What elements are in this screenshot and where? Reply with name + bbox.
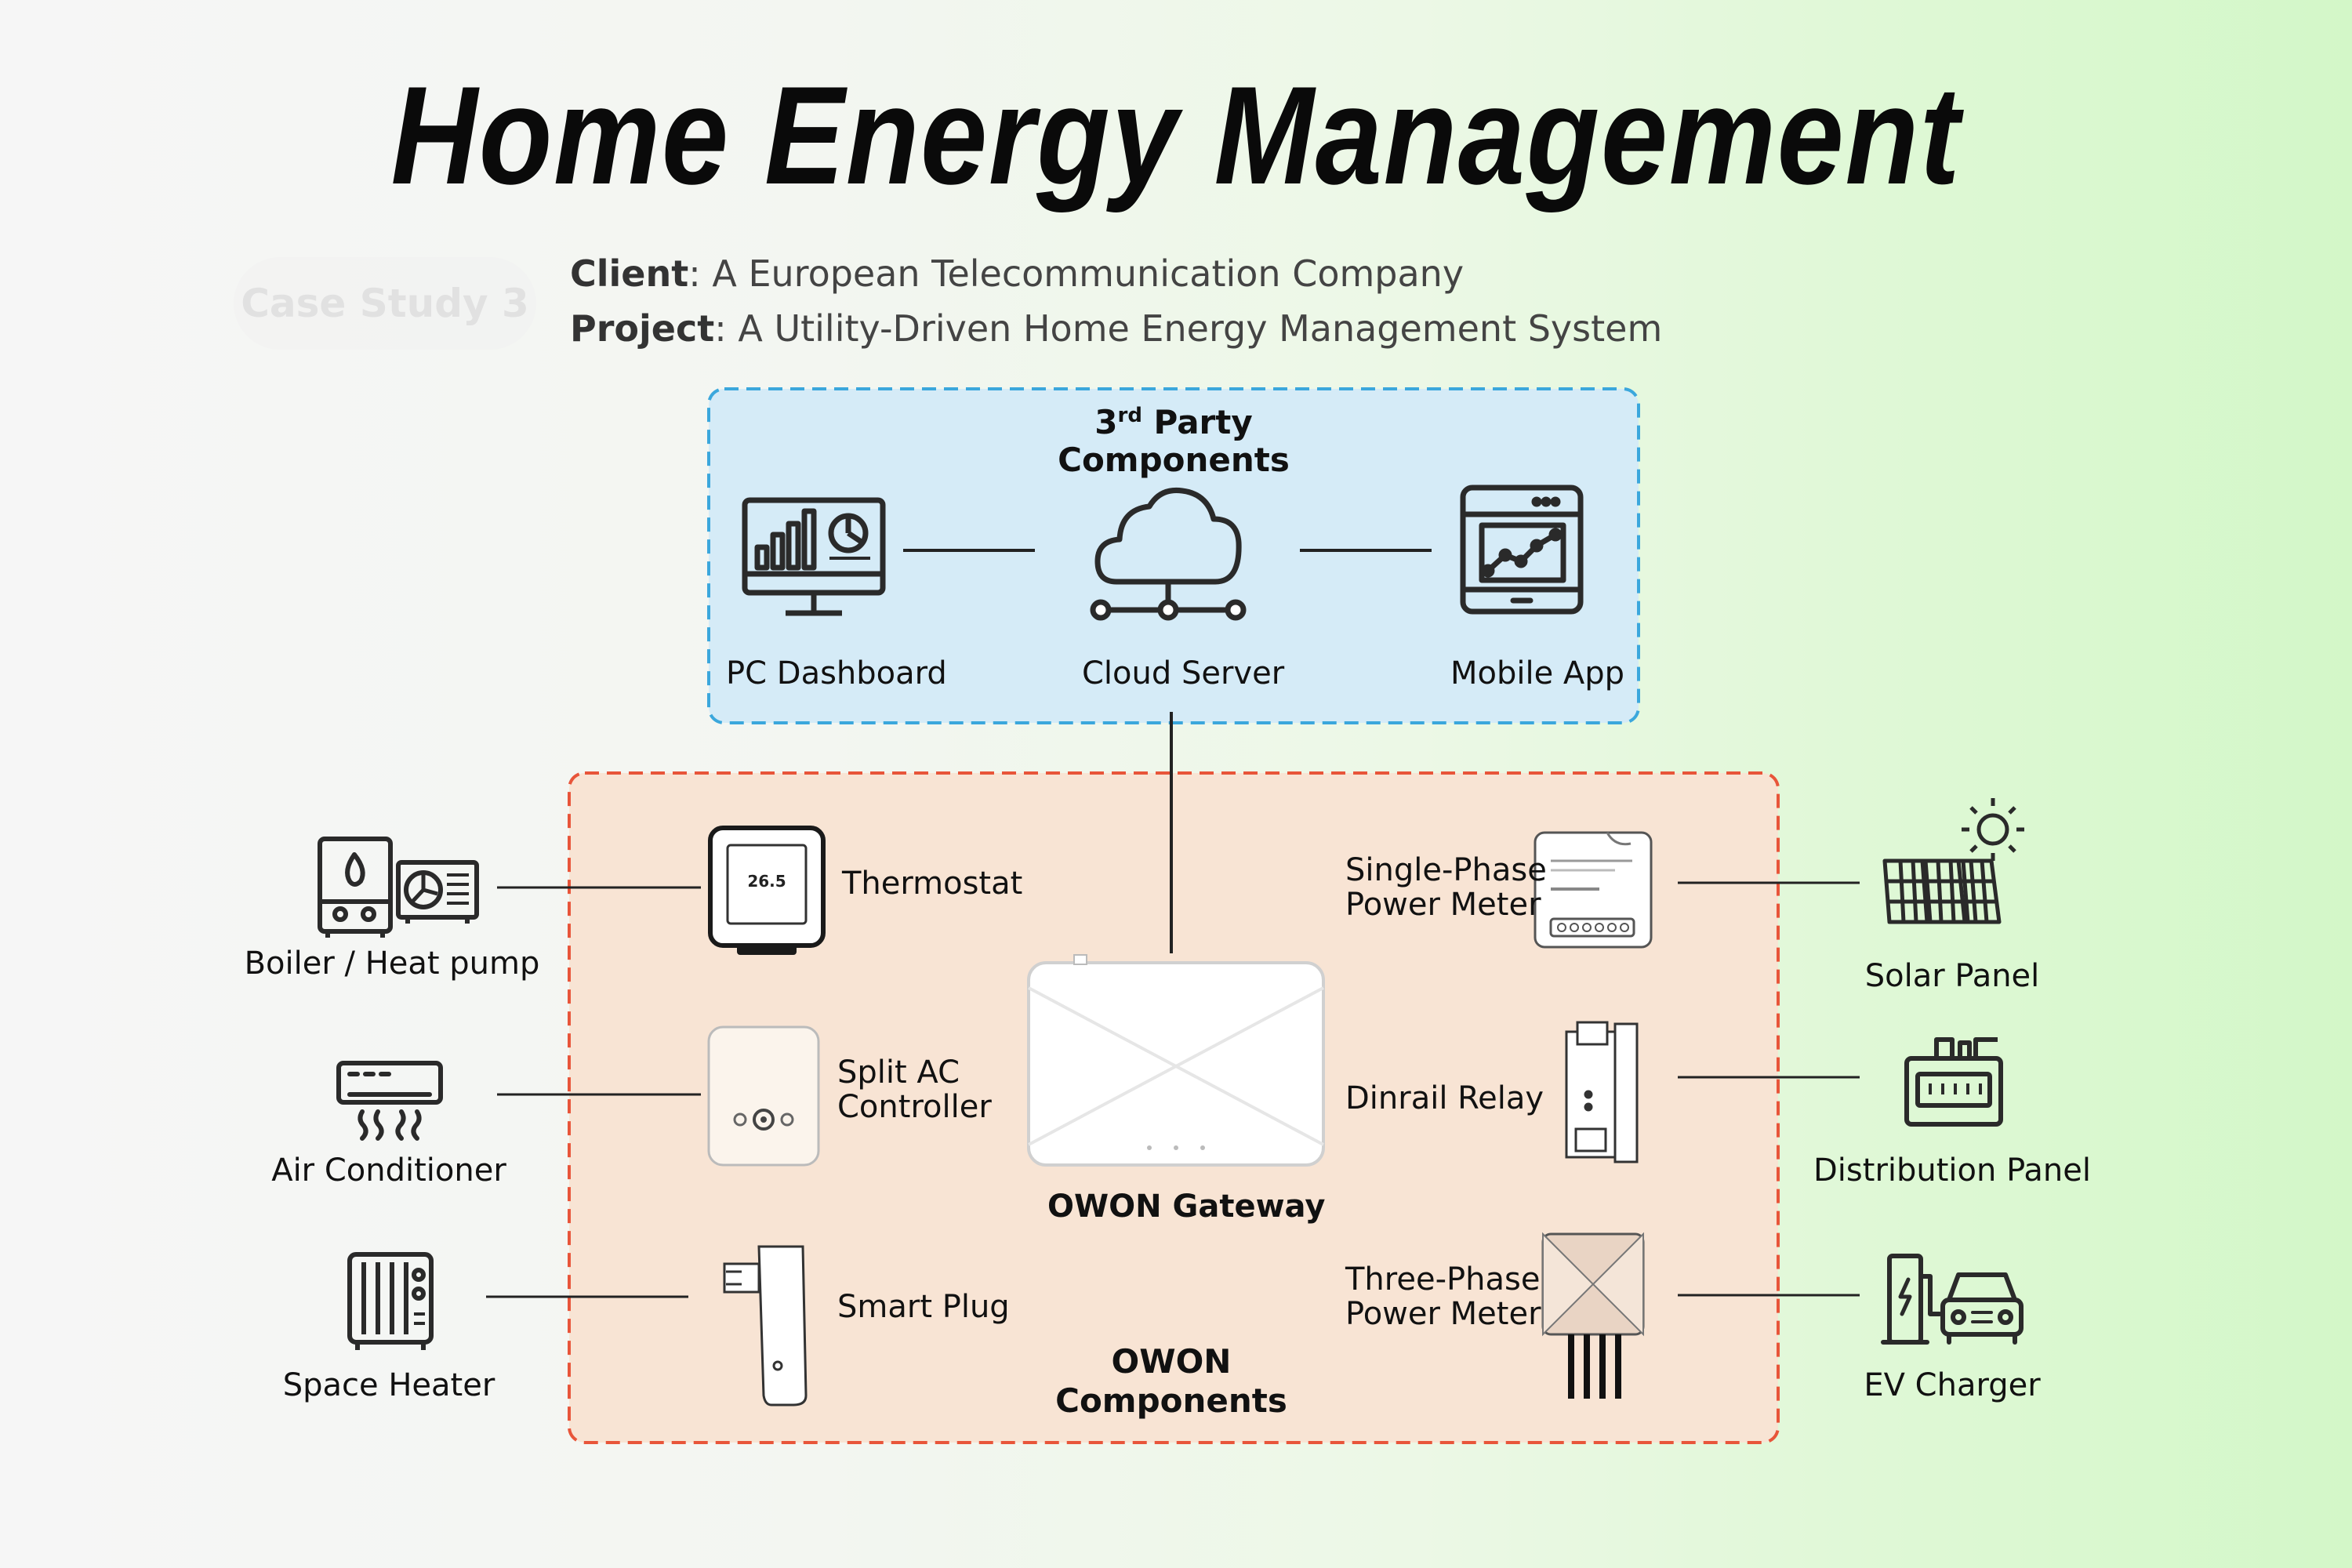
third-party-title-sup: rd	[1117, 404, 1142, 427]
gateway-label: OWON Gateway	[1047, 1189, 1326, 1225]
split-ac-label: Split AC Controller	[837, 1055, 992, 1124]
thermostat-label: Thermostat	[842, 866, 1023, 902]
single-phase-meter-icon	[1534, 831, 1653, 949]
page-title: Home Energy Management	[390, 57, 1962, 213]
space-heater-label: Space Heater	[282, 1367, 495, 1403]
third-party-title-line2: Components	[1058, 441, 1290, 479]
project-value: A Utility-Driven Home Energy Management …	[738, 307, 1663, 350]
mobile-app-label: Mobile App	[1450, 655, 1625, 691]
space-heater-icon	[347, 1252, 434, 1350]
split-ac-label-line1: Split AC	[837, 1054, 960, 1091]
mobile-app-icon	[1460, 485, 1584, 615]
third-party-title: 3rd Party Components	[1017, 397, 1330, 479]
client-label: Client	[570, 252, 689, 295]
dinrail-relay-icon	[1565, 1021, 1639, 1163]
dinrail-relay-label: Dinrail Relay	[1345, 1080, 1544, 1116]
ev-charger-label: EV Charger	[1864, 1367, 2041, 1403]
distribution-panel-label: Distribution Panel	[1813, 1152, 2091, 1189]
solar-panel-label: Solar Panel	[1864, 958, 2040, 994]
client-value: A European Telecommunication Company	[712, 252, 1465, 295]
smart-plug-label: Smart Plug	[837, 1289, 1010, 1325]
owon-gateway-device	[1027, 954, 1325, 1167]
owon-components-title: OWON Components	[1014, 1342, 1328, 1421]
project-label: Project	[570, 307, 715, 350]
boiler-label: Boiler / Heat pump	[244, 946, 540, 982]
smart-plug-icon	[723, 1245, 808, 1406]
split-ac-label-line2: Controller	[837, 1089, 992, 1125]
case-study-badge: Case Study 3	[234, 257, 536, 350]
thermostat-device-icon	[708, 826, 826, 955]
cloud-server-label: Cloud Server	[1082, 655, 1285, 691]
owon-title-line1: OWON	[1111, 1342, 1232, 1381]
single-phase-label-line2: Power Meter	[1345, 887, 1541, 923]
client-line: Client: A European Telecommunication Com…	[570, 252, 1465, 295]
single-phase-label: Single-Phase Power Meter	[1345, 853, 1547, 922]
pc-dashboard-label: PC Dashboard	[726, 655, 947, 691]
project-line: Project: A Utility-Driven Home Energy Ma…	[570, 307, 1663, 350]
distribution-panel-icon	[1904, 1037, 2003, 1127]
third-party-title-number: 3	[1094, 403, 1118, 441]
third-party-title-rest: Party	[1142, 403, 1253, 441]
three-phase-label-line2: Power Meter	[1345, 1296, 1541, 1332]
thermostat-display: 26.5	[747, 872, 786, 891]
split-ac-controller-icon	[707, 1025, 820, 1167]
air-conditioner-label: Air Conditioner	[271, 1152, 506, 1189]
boiler-heat-pump-icon	[318, 837, 479, 938]
pc-dashboard-icon	[742, 497, 886, 616]
three-phase-label-line1: Three-Phase	[1345, 1261, 1541, 1298]
cloud-server-icon	[1090, 487, 1247, 621]
owon-title-line2: Components	[1055, 1381, 1287, 1420]
third-party-box	[707, 387, 1640, 724]
single-phase-label-line1: Single-Phase	[1345, 852, 1547, 888]
air-conditioner-icon	[336, 1061, 443, 1141]
ev-charger-icon	[1881, 1254, 2024, 1345]
solar-panel-icon	[1882, 798, 2024, 924]
three-phase-label: Three-Phase Power Meter	[1345, 1262, 1541, 1331]
three-phase-meter-icon	[1541, 1232, 1645, 1399]
